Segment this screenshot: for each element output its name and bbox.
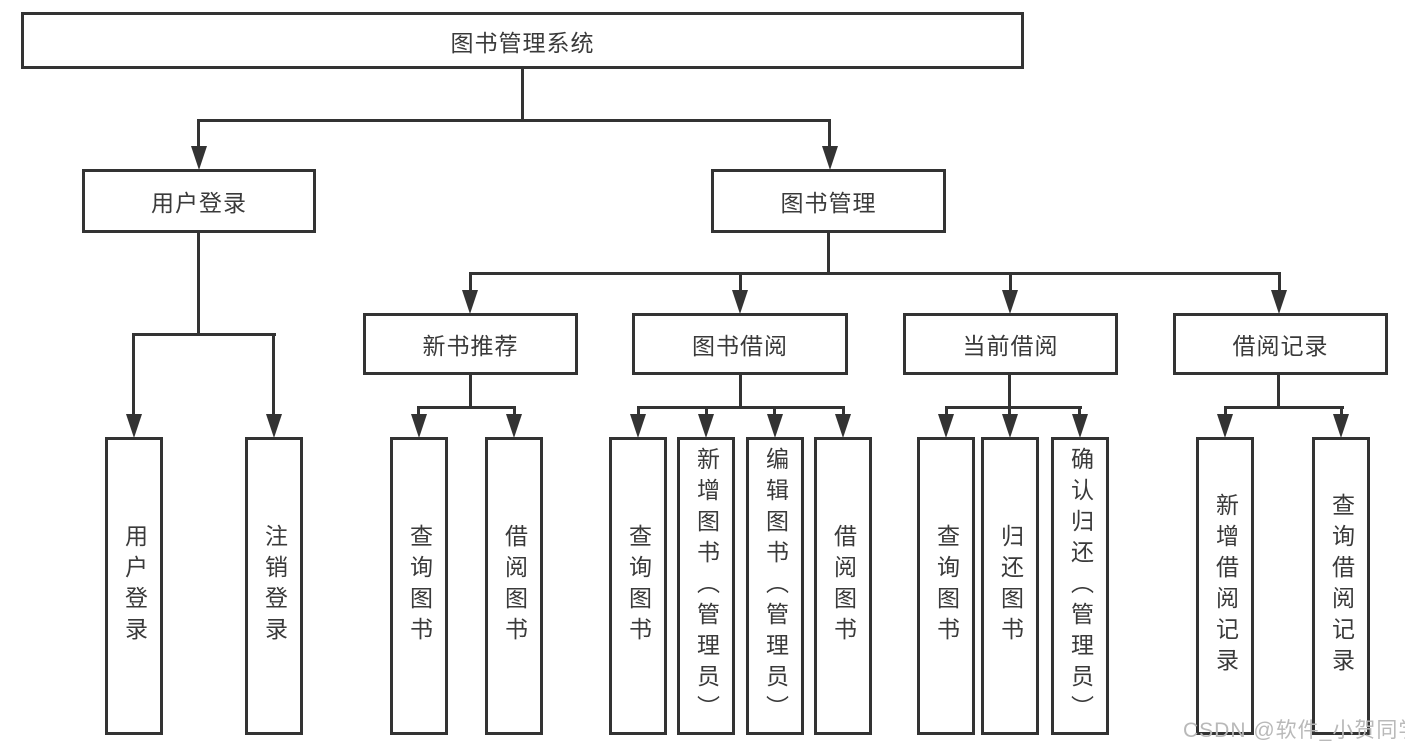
connector-line	[469, 272, 1281, 275]
connector-line	[842, 406, 845, 416]
arrow-down-icon	[1217, 414, 1233, 438]
arrow-down-icon	[767, 414, 783, 438]
leaf-query-books-recommend: 查询图书	[390, 437, 448, 735]
connector-line	[945, 406, 1082, 409]
connector-line	[1008, 406, 1011, 416]
connector-line	[1277, 375, 1280, 409]
arrow-down-icon	[411, 414, 427, 438]
arrow-down-icon	[835, 414, 851, 438]
connector-line	[1078, 406, 1081, 416]
leaf-query-books-current: 查询图书	[917, 437, 975, 735]
node-book-management: 图书管理	[711, 169, 946, 233]
connector-line	[132, 333, 135, 415]
connector-line	[197, 119, 200, 149]
arrow-down-icon	[938, 414, 954, 438]
node-new-book-recommend: 新书推荐	[363, 313, 578, 375]
leaf-confirm-return-admin: 确认归还（管理员）	[1051, 437, 1109, 735]
node-borrowing-records: 借阅记录	[1173, 313, 1388, 375]
leaf-add-borrow-record: 新增借阅记录	[1196, 437, 1254, 735]
arrow-down-icon	[1333, 414, 1349, 438]
connector-line	[417, 406, 516, 409]
leaf-borrow-books-borrowing: 借阅图书	[814, 437, 872, 735]
leaf-query-books-borrowing: 查询图书	[609, 437, 667, 735]
connector-line	[197, 119, 831, 122]
connector-line	[637, 406, 845, 409]
node-library-system: 图书管理系统	[21, 12, 1024, 69]
leaf-add-books-admin: 新增图书（管理员）	[677, 437, 735, 735]
connector-line	[1008, 375, 1011, 409]
leaf-logout: 注销登录	[245, 437, 303, 735]
arrow-down-icon	[462, 290, 478, 314]
arrow-down-icon	[1271, 290, 1287, 314]
arrow-down-icon	[1002, 290, 1018, 314]
arrow-down-icon	[630, 414, 646, 438]
connector-line	[1278, 272, 1281, 292]
connector-line	[132, 333, 276, 336]
connector-line	[417, 406, 420, 416]
arrow-down-icon	[1072, 414, 1088, 438]
connector-line	[469, 272, 472, 292]
connector-line	[1340, 406, 1343, 416]
node-current-borrowing: 当前借阅	[903, 313, 1118, 375]
node-user-login: 用户登录	[82, 169, 316, 233]
connector-line	[705, 406, 708, 416]
connector-line	[1009, 272, 1012, 292]
arrow-down-icon	[506, 414, 522, 438]
arrow-down-icon	[266, 414, 282, 438]
connector-line	[739, 272, 742, 292]
connector-line	[828, 119, 831, 149]
connector-line	[513, 406, 516, 416]
arrow-down-icon	[191, 146, 207, 170]
connector-line	[945, 406, 948, 416]
arrow-down-icon	[1002, 414, 1018, 438]
leaf-query-borrow-record: 查询借阅记录	[1312, 437, 1370, 735]
connector-line	[773, 406, 776, 416]
connector-line	[1224, 406, 1227, 416]
connector-line	[637, 406, 640, 416]
connector-line	[739, 375, 742, 409]
connector-line	[469, 375, 472, 409]
connector-line	[1224, 406, 1344, 409]
connector-line	[827, 233, 830, 275]
arrow-down-icon	[732, 290, 748, 314]
connector-line	[272, 333, 275, 415]
watermark: CSDN @软件_小贺同学	[1183, 719, 1405, 742]
connector-line	[197, 233, 200, 336]
arrow-down-icon	[126, 414, 142, 438]
leaf-borrow-books-recommend: 借阅图书	[485, 437, 543, 735]
arrow-down-icon	[698, 414, 714, 438]
leaf-user-login: 用户登录	[105, 437, 163, 735]
connector-line	[521, 69, 524, 121]
node-book-borrowing: 图书借阅	[632, 313, 848, 375]
leaf-return-books: 归还图书	[981, 437, 1039, 735]
arrow-down-icon	[822, 146, 838, 170]
leaf-edit-books-admin: 编辑图书（管理员）	[746, 437, 804, 735]
